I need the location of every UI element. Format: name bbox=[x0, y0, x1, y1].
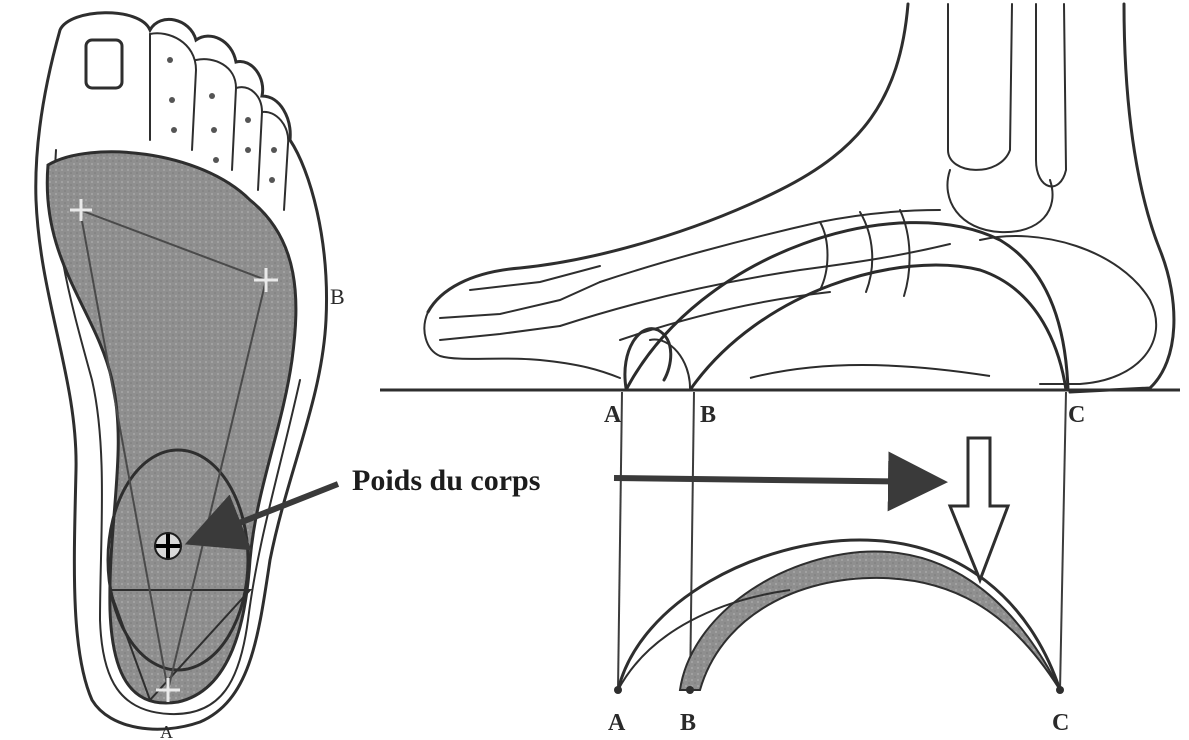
sole-label-heel: A bbox=[160, 722, 173, 740]
arrow-to-arch bbox=[614, 478, 936, 482]
talus bbox=[947, 170, 1052, 232]
body-weight-caption: Poids du corps bbox=[352, 464, 540, 497]
toes-outline bbox=[424, 312, 620, 378]
leg-back-outline bbox=[1070, 4, 1174, 392]
arches bbox=[626, 223, 1068, 390]
toe-3 bbox=[196, 59, 236, 170]
label-top-b: B bbox=[700, 402, 716, 428]
plantar-fascia bbox=[750, 365, 990, 378]
phalanges bbox=[440, 266, 600, 340]
point-c-marker bbox=[1056, 686, 1064, 694]
label-bottom-a: A bbox=[608, 710, 626, 736]
big-toe-nail bbox=[86, 40, 122, 88]
calcaneus bbox=[980, 236, 1156, 384]
point-b-marker bbox=[686, 686, 694, 694]
point-a-marker bbox=[614, 686, 622, 694]
sole-label-side: B bbox=[330, 284, 345, 309]
tibia bbox=[948, 4, 1012, 170]
metatarsals bbox=[560, 210, 950, 340]
shaded-arch-band bbox=[680, 551, 1060, 690]
toe-4 bbox=[236, 87, 262, 190]
load-arrow bbox=[950, 438, 1008, 580]
center-of-gravity bbox=[155, 533, 181, 559]
label-bottom-b: B bbox=[680, 710, 696, 736]
arch-schema bbox=[614, 540, 1064, 694]
label-top-a: A bbox=[604, 402, 622, 428]
lateral-arch bbox=[690, 265, 1066, 390]
label-top-c: C bbox=[1068, 402, 1085, 428]
label-bottom-c: C bbox=[1052, 710, 1069, 736]
toe-5 bbox=[262, 112, 288, 210]
fibula bbox=[1036, 4, 1066, 186]
